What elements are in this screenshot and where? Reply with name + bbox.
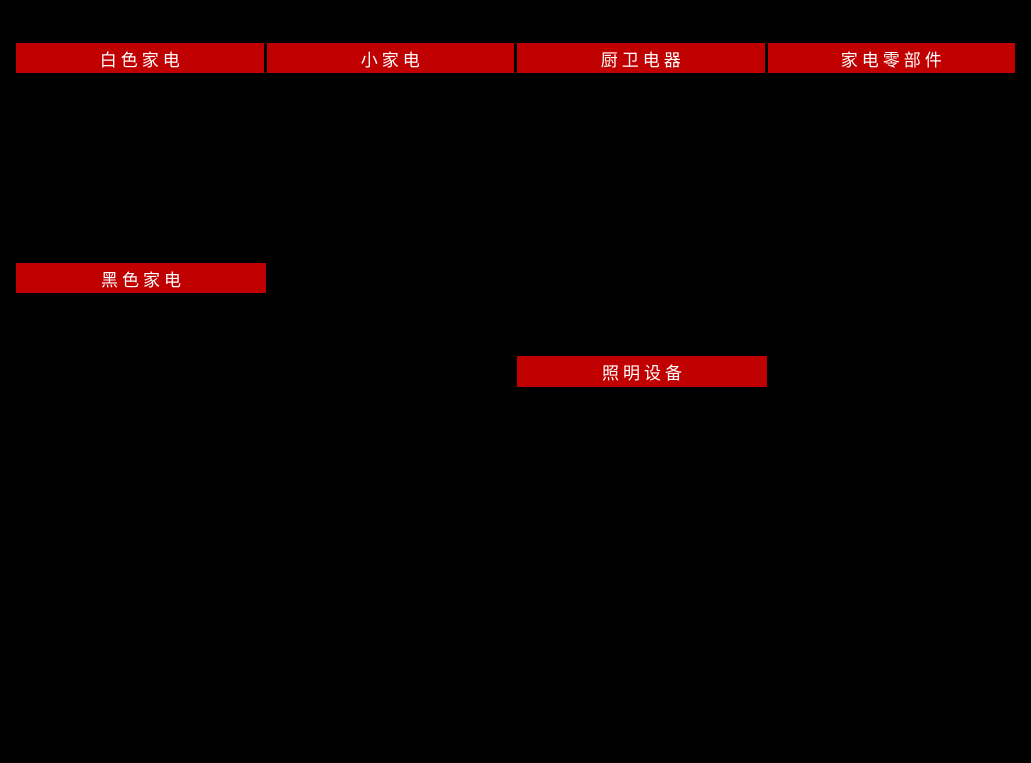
header-cell-label: 家电零部件 <box>840 50 946 70</box>
header-cell-black-goods: 黑色家电 <box>16 263 266 293</box>
header-cell-white-goods: 白色家电 <box>16 43 264 73</box>
header-cell-label: 黑色家电 <box>101 270 185 290</box>
header-cell-appliance-parts: 家电零部件 <box>767 43 1015 73</box>
header-cell-label: 照明设备 <box>602 364 686 383</box>
header-cell-small-appliances: 小家电 <box>266 43 514 73</box>
category-header-row: 白色家电 小家电 厨卫电器 家电零部件 <box>16 43 1015 73</box>
header-cell-lighting-equipment: 照明设备 <box>517 356 767 387</box>
header-cell-label: 白色家电 <box>99 50 184 70</box>
header-cell-label: 小家电 <box>360 50 424 70</box>
header-cell-label: 厨卫电器 <box>600 50 685 70</box>
header-cell-kitchen-bath-appliances: 厨卫电器 <box>517 43 765 73</box>
